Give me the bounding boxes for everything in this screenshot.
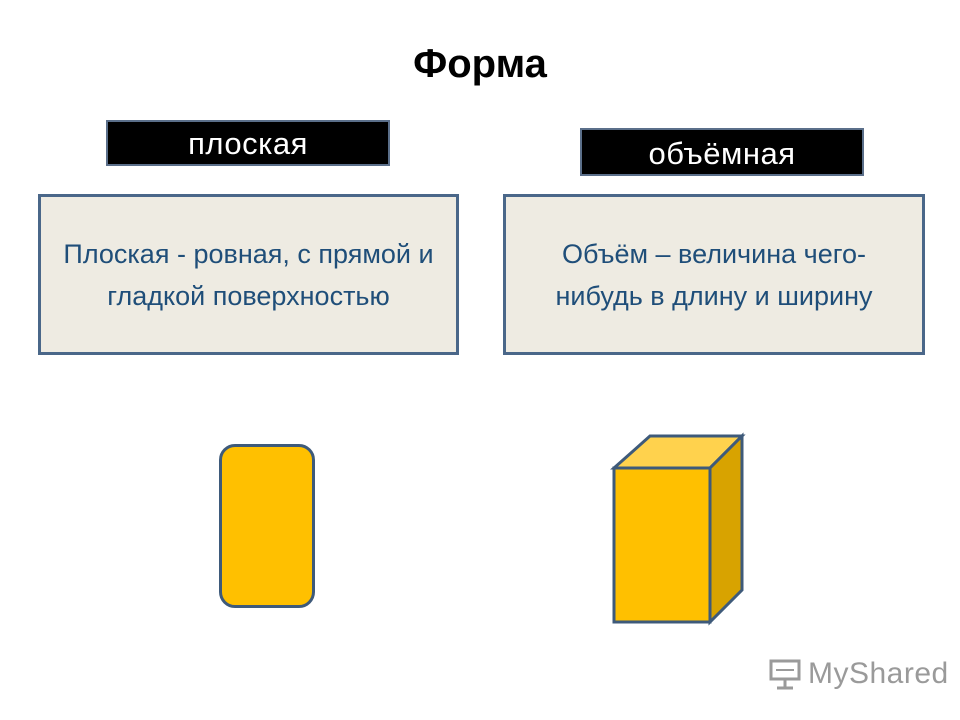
description-flat-text: Плоская - ровная, с прямой и гладкой пов… — [63, 238, 434, 311]
flat-rectangle-shape — [219, 444, 315, 608]
watermark-text: MyShared — [808, 657, 949, 690]
label-flat: плоская — [106, 120, 390, 166]
description-volumetric: Объём – величина чего-нибудь в длину и ш… — [503, 194, 925, 355]
description-flat: Плоская - ровная, с прямой и гладкой пов… — [38, 194, 459, 355]
presentation-board-icon — [769, 659, 801, 690]
cube-shape — [610, 432, 746, 626]
label-volumetric: объёмная — [580, 128, 864, 176]
cube-side-face — [708, 432, 744, 626]
slide-title: Форма — [413, 42, 547, 86]
watermark: MyShared — [768, 656, 949, 692]
cube-front-face — [612, 466, 712, 624]
description-volumetric-text: Объём – величина чего-нибудь в длину и ш… — [555, 238, 873, 311]
